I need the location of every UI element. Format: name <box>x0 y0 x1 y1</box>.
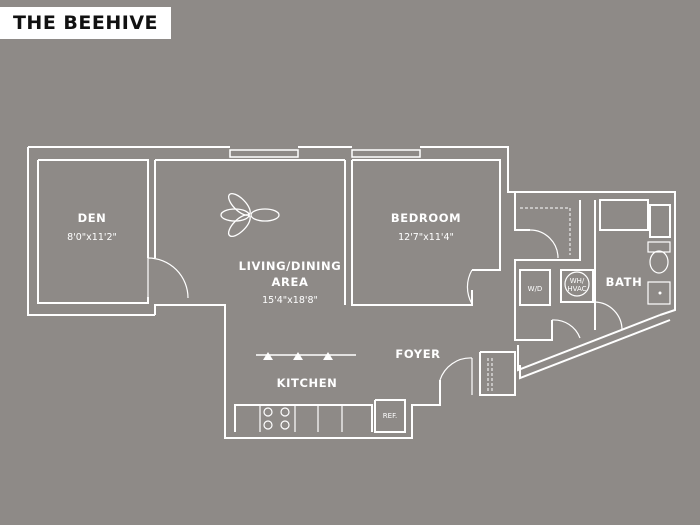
room-label-den: DEN <box>78 211 107 225</box>
water-heater-icon <box>564 271 590 297</box>
room-dims-living: 15'4"x18'8" <box>262 295 318 306</box>
room-dims-bedroom: 12'7"x11'4" <box>398 232 454 243</box>
wh-hvac-label-2: HVAC <box>567 285 586 293</box>
exterior-walls <box>27 146 676 439</box>
room-label-living-area: AREA <box>272 275 309 289</box>
windows <box>229 149 421 158</box>
kitchen-counter <box>259 405 343 432</box>
washer-dryer-label: W/D <box>528 285 543 293</box>
door-swing-icon <box>147 229 623 395</box>
wh-hvac-label: WH/ <box>570 277 585 285</box>
track-light-heads <box>263 291 662 360</box>
refrigerator-label: REF. <box>383 412 397 420</box>
room-label-bath: BATH <box>606 275 643 289</box>
stove-icon <box>263 407 290 430</box>
toilet-icon <box>647 241 671 274</box>
room-label-kitchen: KITCHEN <box>277 376 338 390</box>
page-title: THE BEEHIVE <box>12 12 159 34</box>
sink-icon <box>647 281 671 305</box>
ceiling-fan-icon <box>220 192 280 238</box>
room-label-foyer: FOYER <box>395 347 440 361</box>
room-label-bedroom: BEDROOM <box>391 211 461 225</box>
closet-shelves <box>487 207 571 392</box>
room-dims-den: 8'0"x11'2" <box>67 232 117 243</box>
interior-walls <box>37 159 671 433</box>
room-label-living: LIVING/DINING <box>239 259 342 273</box>
title-badge: THE BEEHIVE <box>0 7 171 39</box>
